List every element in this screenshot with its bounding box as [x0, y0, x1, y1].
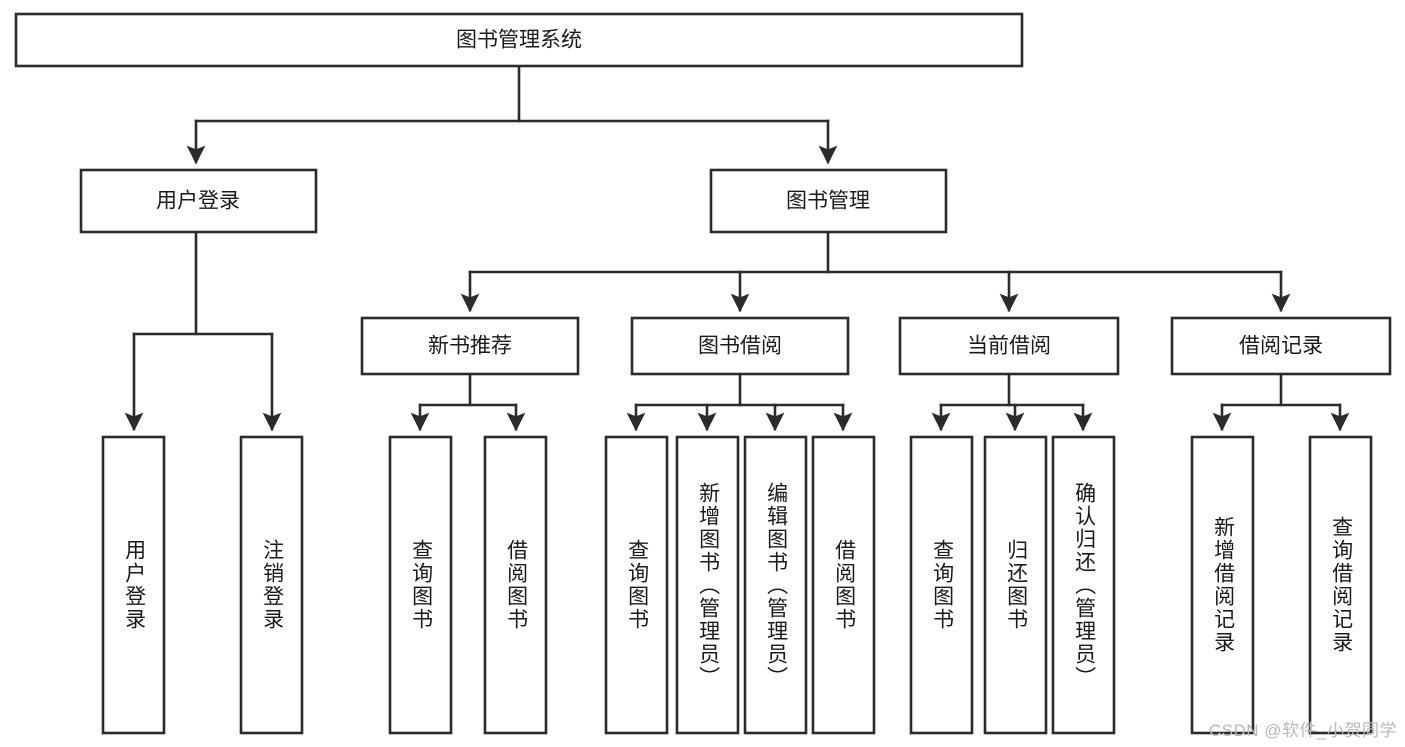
connector-group-new-book-recommend — [410, 372, 526, 432]
connector-group-book-management — [460, 230, 1291, 313]
node-book-borrow-box[interactable] — [630, 316, 850, 376]
leaf-box-logout-login[interactable] — [239, 435, 304, 735]
node-book-management-label: 图书管理 — [786, 190, 870, 213]
node-current-borrow-box[interactable] — [898, 316, 1120, 376]
node-new-book-recommend-label: 新书推荐 — [428, 335, 512, 358]
node-new-book-recommend[interactable]: 新书推荐 — [360, 316, 580, 376]
leaf-box-borrow-book-1[interactable] — [483, 435, 548, 735]
leaf-box-query-book-3[interactable] — [909, 435, 974, 735]
node-new-book-recommend-box[interactable] — [360, 316, 580, 376]
node-user-login-box[interactable] — [79, 168, 318, 234]
leaf-box-edit-book-admin[interactable] — [743, 435, 808, 735]
leaf-box-return-book[interactable] — [983, 435, 1048, 735]
connector-group-user-login — [124, 230, 282, 432]
node-root-label: 图书管理系统 — [456, 29, 582, 52]
node-book-management[interactable]: 图书管理 — [709, 168, 948, 234]
leaf-box-user-login[interactable] — [101, 435, 166, 735]
leaf-box-add-borrow-record[interactable] — [1190, 435, 1255, 735]
node-current-borrow-label: 当前借阅 — [967, 335, 1051, 358]
node-current-borrow[interactable]: 当前借阅 — [898, 316, 1120, 376]
node-borrow-record[interactable]: 借阅记录 — [1170, 316, 1392, 376]
leaf-box-add-book-admin[interactable] — [675, 435, 740, 735]
node-book-borrow[interactable]: 图书借阅 — [630, 316, 850, 376]
leaf-box-borrow-book-2[interactable] — [811, 435, 876, 735]
node-book-management-box[interactable] — [709, 168, 948, 234]
connector-group-book-borrow — [626, 372, 853, 432]
node-book-borrow-label: 图书借阅 — [698, 335, 782, 358]
csdn-watermark: CSDN @软件_小贺同学 — [1208, 721, 1397, 740]
leaf-box-query-book-2[interactable] — [604, 435, 669, 735]
connector-group-borrow-record — [1212, 372, 1350, 432]
leaf-box-group — [101, 435, 1373, 735]
node-borrow-record-label: 借阅记录 — [1239, 335, 1323, 358]
leaf-box-query-book-1[interactable] — [388, 435, 453, 735]
connector-group-current-borrow — [931, 372, 1093, 432]
node-user-login-label: 用户登录 — [156, 190, 240, 213]
node-user-login[interactable]: 用户登录 — [79, 168, 318, 234]
node-root[interactable]: 图书管理系统 — [14, 12, 1024, 68]
leaf-box-query-borrow-record[interactable] — [1308, 435, 1373, 735]
node-root-box[interactable] — [14, 12, 1024, 68]
node-borrow-record-box[interactable] — [1170, 316, 1392, 376]
leaf-box-confirm-return-admin[interactable] — [1051, 435, 1116, 735]
connector-group-root — [186, 64, 838, 165]
